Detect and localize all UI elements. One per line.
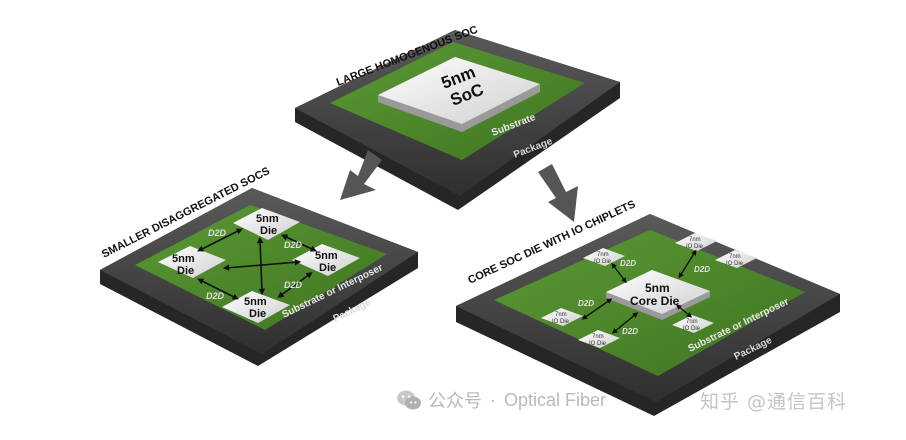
left-die-3-line1: 5nm [315,250,338,262]
right-core-line1: 5nm [645,281,670,295]
left-die-3-line2: Die [319,262,336,274]
left-die-3 [292,244,360,276]
left-link-2-3 [281,234,317,252]
arrow-down-right-icon [538,164,578,222]
watermark-overlay: 知乎 @通信百科 [700,391,848,413]
arrow-down-left-icon [340,150,382,200]
right-io-2-line1: 7nm [689,237,701,243]
watermark: 公众号 · Optical Fiber [396,386,606,414]
left-package: 5nm Die 5nm Die 5nm Die 5nm Die D2D D2D … [100,165,418,366]
left-die-4-line2: Die [249,308,266,320]
top-soc-die [378,57,540,124]
right-io-5-line1: 7nm [592,334,604,340]
right-link-3 [581,298,613,320]
right-d2d-label-2: D2D [694,265,710,274]
left-link-1-2 [197,228,243,252]
left-d2d-label-1: D2D [208,228,227,238]
wechat-icon [397,390,421,410]
right-io-2-line2: IO Die [686,244,704,250]
right-io-1-line2: IO Die [594,259,612,265]
right-io-die-3 [715,250,757,268]
right-package: 5nm Core Die 7nm IO Die 7nm IO Die 7nm I… [456,198,840,416]
left-die-1-line1: 5nm [172,253,195,265]
right-link-4 [611,312,639,334]
right-io-die-6 [672,315,714,333]
right-io-3-line2: IO Die [726,261,744,267]
top-package: LARGE HOMOGENOUS SOC 5nm SoC Substrate P… [295,24,620,210]
right-io-die-4 [541,308,583,326]
left-d2d-label-4: D2D [284,280,303,290]
right-core-line2: Core Die [630,294,680,308]
right-io-3-line1: 7nm [729,254,741,260]
right-io-die-2 [675,233,717,251]
right-io-5-line2: IO Die [589,341,607,347]
left-die-2-line1: 5nm [256,213,279,225]
right-io-4-line2: IO Die [552,319,570,325]
left-link-diag-b [256,236,266,296]
right-io-die-1 [583,248,625,266]
right-io-die-5 [578,330,620,348]
right-link-5 [675,304,693,318]
left-die-4 [222,291,290,323]
right-io-6-line2: IO Die [683,326,701,332]
left-die-2-line2: Die [260,225,277,237]
right-d2d-label-1: D2D [620,259,636,268]
arrow-to-left [340,150,382,200]
right-link-2 [678,249,697,279]
right-io-1-line1: 7nm [597,252,609,258]
right-io-6-line1: 7nm [686,319,698,325]
right-d2d-label-3: D2D [578,299,594,308]
arrow-to-right [538,164,578,222]
right-link-1 [611,262,627,284]
right-io-4-line1: 7nm [555,312,567,318]
watermark-separator: · [490,389,496,410]
left-link-1-4 [197,278,239,300]
right-core-die [606,270,710,314]
left-die-2 [233,208,300,240]
watermark-prefix: 公众号 [428,391,482,411]
watermark-name: Optical Fiber [504,389,607,410]
left-d2d-label-3: D2D [206,291,225,301]
left-die-1 [158,246,226,278]
left-die-4-line1: 5nm [244,296,267,308]
right-d2d-label-4: D2D [622,327,638,336]
left-d2d-label-2: D2D [284,240,303,250]
left-die-1-line2: Die [177,265,194,277]
left-link-3-4 [277,272,313,298]
